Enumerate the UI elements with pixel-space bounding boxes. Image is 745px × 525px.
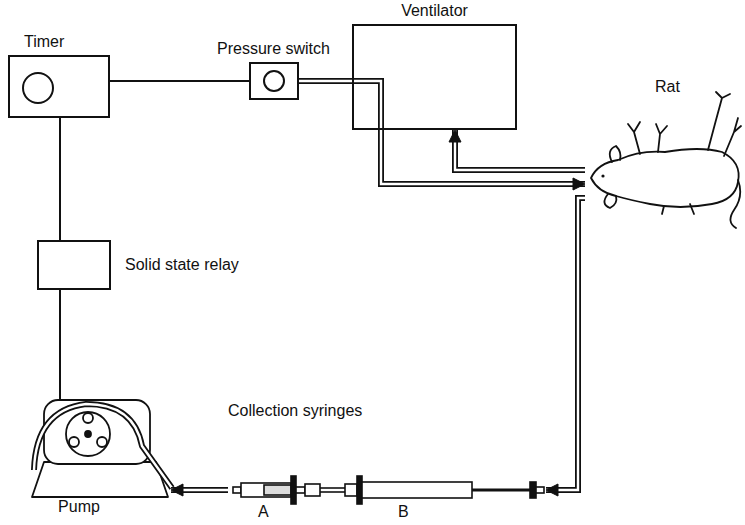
tube-wall (546, 198, 585, 490)
node-label: Pressure switch (217, 40, 330, 58)
tube-bore (455, 130, 585, 170)
switch-dial (264, 71, 284, 91)
node-label: Pump (58, 498, 100, 516)
tube-wall (455, 130, 585, 170)
air-tube (546, 198, 585, 496)
pump-unit: Pump (25, 392, 173, 496)
timer-dial (23, 73, 53, 103)
node-label: Rat (655, 78, 680, 96)
air-tube (381, 130, 585, 190)
wire-line (59, 118, 61, 240)
arrow-head (546, 484, 558, 496)
arrow-head (573, 178, 585, 190)
syringe-pair (233, 476, 544, 504)
ventilator-box: Ventilator (352, 24, 517, 130)
air-tube (449, 130, 585, 170)
tube-bore (299, 81, 381, 130)
pump-figure (32, 400, 172, 497)
syringe-group: Collection syringes (228, 400, 546, 502)
pressure-switch: Pressure switch (249, 62, 299, 100)
arrow-head (449, 130, 461, 142)
timer-box: Timer (8, 55, 110, 118)
node-label: Solid state relay (125, 256, 239, 274)
syringe-letter: A (258, 503, 269, 521)
node-label: Ventilator (401, 2, 468, 20)
rat-figure (591, 92, 741, 228)
rat-subject: Rat (585, 60, 743, 230)
signal-wire (60, 290, 61, 400)
node-label: Collection syringes (228, 402, 362, 420)
wire-line (110, 80, 249, 82)
signal-wire (110, 81, 249, 82)
wire-line (59, 290, 61, 400)
tube-bore (546, 198, 585, 490)
tube-wall (381, 130, 585, 184)
air-tube (171, 484, 228, 496)
syringe-letter: B (398, 503, 409, 521)
tube-bore (381, 130, 585, 184)
node-label: Timer (24, 33, 64, 51)
tube-wall (299, 81, 381, 130)
relay-box: Solid state relay (37, 240, 111, 290)
signal-wire (60, 118, 61, 240)
arrow-head (171, 484, 183, 496)
air-tube (299, 81, 381, 130)
